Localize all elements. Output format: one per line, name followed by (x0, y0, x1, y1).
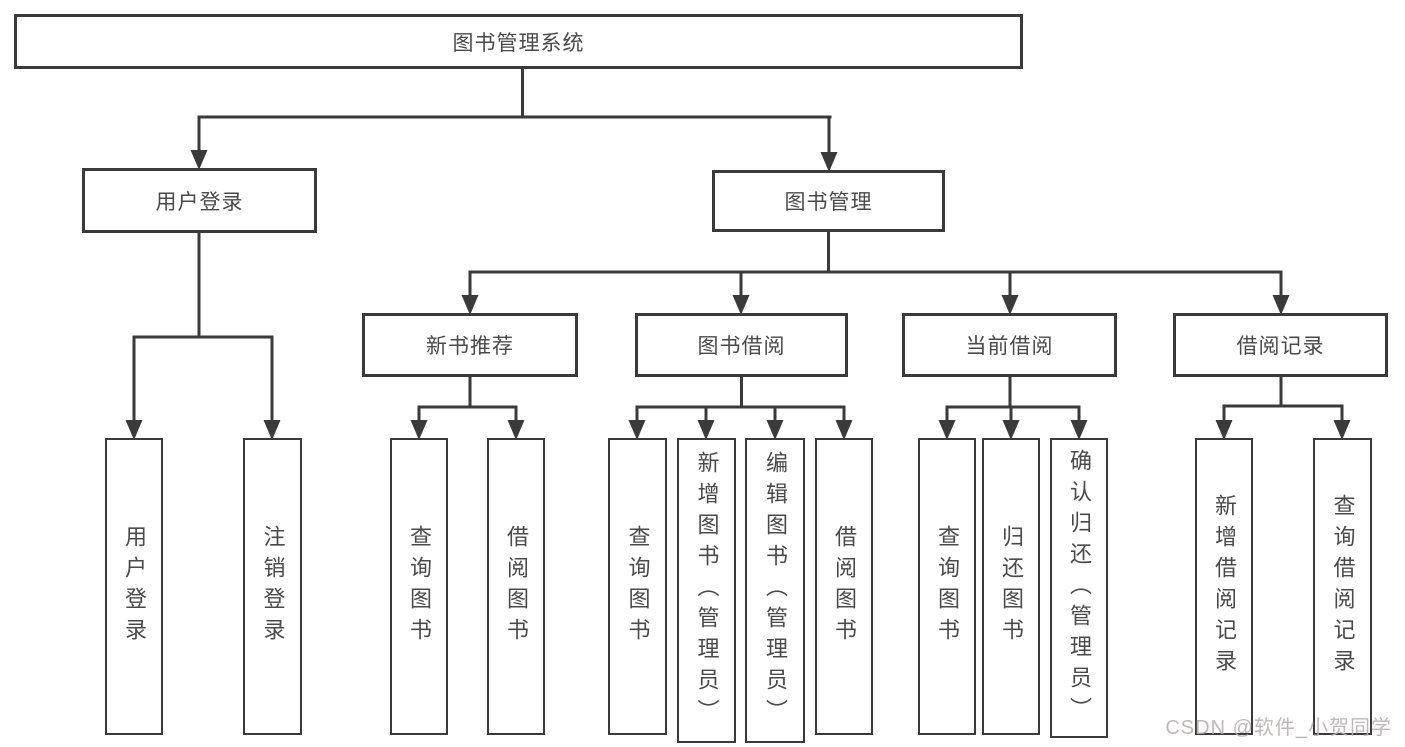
node-book-borrowing-label: 图书借阅 (697, 335, 786, 358)
leaf-query-books-recommend-label: 查询图书 (407, 524, 432, 649)
node-book-borrowing: 图书借阅 (635, 313, 848, 377)
leaf-add-books-admin-label: 新增图书（管理员） (694, 451, 720, 730)
leaf-query-borrow-record-label: 查询借阅记录 (1330, 493, 1356, 680)
connector-new-book-recommend-to-leaves (410, 377, 525, 440)
node-user-login-label: 用户登录 (155, 190, 244, 214)
leaf-confirm-return-admin: 确认归还（管理员） (1050, 438, 1108, 738)
leaf-logout-login: 注销登录 (243, 438, 302, 735)
leaf-query-books-current: 查询图书 (918, 438, 976, 735)
connector-book-borrowing-to-leaves (628, 377, 853, 440)
leaf-borrow-books-borrowing: 借阅图书 (815, 438, 873, 735)
node-borrowing-records: 借阅记录 (1173, 313, 1388, 377)
leaf-add-borrow-record-label: 新增借阅记录 (1212, 493, 1237, 680)
node-new-book-recommend: 新书推荐 (362, 313, 578, 377)
connector-user-login-to-leaves (125, 233, 281, 440)
leaf-borrow-books-borrowing-label: 借阅图书 (832, 524, 857, 649)
node-root-label: 图书管理系统 (452, 31, 585, 55)
node-current-borrowing: 当前借阅 (902, 313, 1117, 377)
node-current-borrowing-label: 当前借阅 (965, 335, 1054, 358)
node-new-book-recommend-label: 新书推荐 (426, 335, 514, 358)
connector-root-to-level2 (190, 69, 838, 172)
leaf-query-books-borrowing-label: 查询图书 (625, 524, 651, 649)
leaf-return-books: 归还图书 (982, 438, 1040, 735)
leaf-add-borrow-record: 新增借阅记录 (1195, 438, 1253, 735)
leaf-borrow-books-recommend: 借阅图书 (487, 438, 545, 735)
leaf-edit-books-admin: 编辑图书（管理员） (745, 438, 805, 743)
leaf-user-login-label: 用户登录 (122, 524, 147, 649)
csdn-watermark: CSDN @软件_小贺同学 (1165, 717, 1392, 739)
leaf-return-books-label: 归还图书 (999, 524, 1024, 649)
node-user-login: 用户登录 (82, 168, 317, 233)
leaf-confirm-return-admin-label: 确认归还（管理员） (1067, 448, 1092, 728)
node-book-management: 图书管理 (712, 170, 945, 232)
leaf-query-borrow-record: 查询借阅记录 (1313, 438, 1372, 735)
connector-current-borrowing-to-leaves (938, 377, 1088, 440)
node-book-management-label: 图书管理 (784, 191, 873, 214)
node-borrowing-records-label: 借阅记录 (1236, 335, 1325, 358)
leaf-edit-books-admin-label: 编辑图书（管理员） (763, 451, 788, 730)
leaf-query-books-borrowing: 查询图书 (608, 438, 667, 735)
leaf-user-login: 用户登录 (105, 438, 163, 735)
connector-borrowing-records-to-leaves (1215, 377, 1351, 440)
leaf-add-books-admin: 新增图书（管理员） (677, 438, 736, 743)
node-root-library-system: 图书管理系统 (14, 14, 1023, 69)
leaf-logout-login-label: 注销登录 (260, 524, 286, 649)
leaf-borrow-books-recommend-label: 借阅图书 (504, 524, 529, 649)
leaf-query-books-recommend: 查询图书 (390, 438, 448, 735)
leaf-query-books-current-label: 查询图书 (935, 524, 960, 649)
connector-book-management-to-level3 (461, 232, 1290, 315)
